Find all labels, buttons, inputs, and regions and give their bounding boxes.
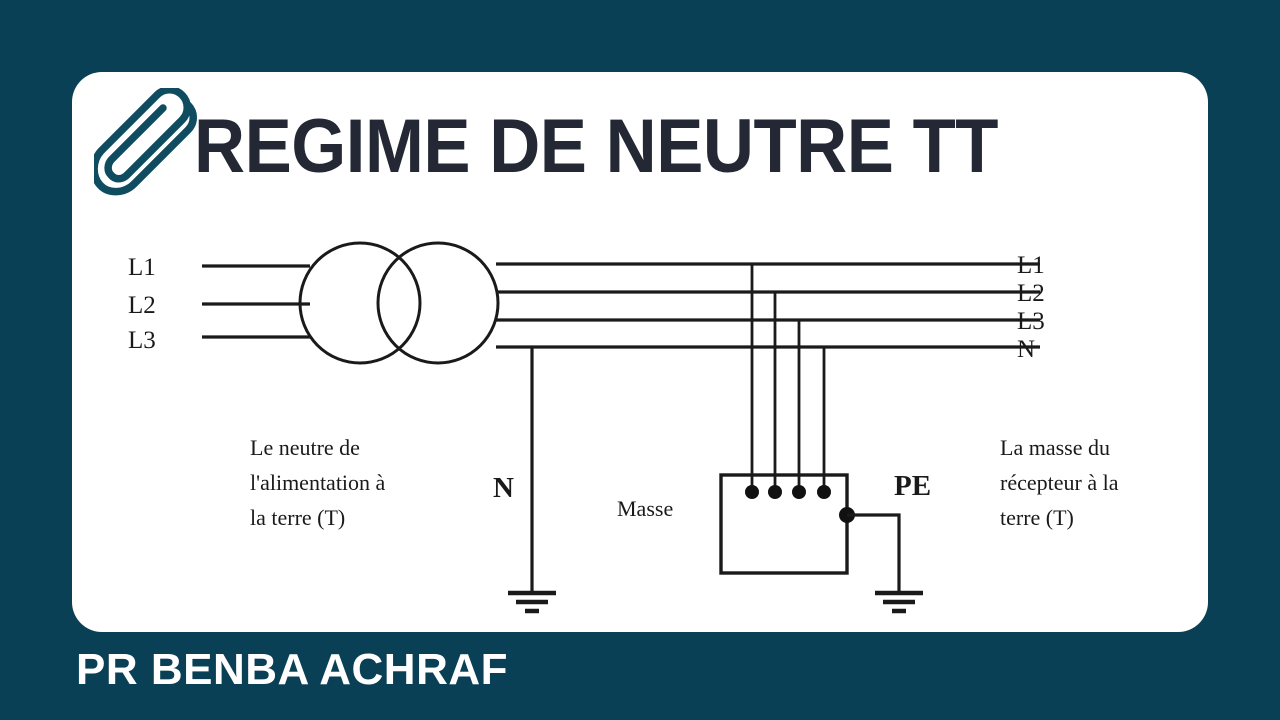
- masse-label: Masse: [617, 496, 673, 521]
- source-label-l2: L2: [128, 292, 156, 319]
- source-ground-symbol: [508, 590, 556, 614]
- neutral-marker-label: N: [493, 472, 514, 504]
- load-ground-symbol: [875, 590, 923, 614]
- note-right-line1: La masse du: [1000, 435, 1110, 460]
- source-feed-lines: [202, 264, 310, 339]
- note-left-line2: l'alimentation à: [250, 470, 386, 495]
- source-label-l1: L1: [128, 254, 156, 281]
- note-right: La masse du récepteur à la terre (T): [1000, 435, 1119, 530]
- load-label-l2: L2: [1017, 280, 1045, 307]
- page-title: REGIME DE NEUTRE TT: [194, 104, 999, 189]
- pe-conductor: [839, 507, 901, 593]
- load-label-n: N: [1017, 336, 1035, 363]
- transformer-symbol: [298, 241, 500, 365]
- note-left: Le neutre de l'alimentation à la terre (…: [250, 435, 386, 530]
- masse-enclosure: [719, 473, 849, 575]
- terminal-nodes: [745, 485, 831, 499]
- content-card: REGIME DE NEUTRE TT: [72, 72, 1208, 632]
- tt-earthing-diagram: L1 L2 L3 L1 L2 L3 N N PE Masse Le neutre…: [128, 241, 1119, 614]
- pe-marker-label: PE: [894, 470, 931, 502]
- source-label-l3: L3: [128, 327, 156, 354]
- note-right-line3: terre (T): [1000, 505, 1074, 530]
- distribution-bus-lines: [496, 262, 1040, 349]
- slide-header: REGIME DE NEUTRE TT: [72, 72, 1208, 222]
- note-left-line1: Le neutre de: [250, 435, 360, 460]
- load-drop-conductors: [750, 264, 826, 492]
- note-right-line2: récepteur à la: [1000, 470, 1119, 495]
- note-left-line3: la terre (T): [250, 505, 345, 530]
- presenter-name: PR BENBA ACHRAF: [76, 645, 509, 694]
- load-label-l1: L1: [1017, 252, 1045, 279]
- paperclip-icon: [94, 88, 197, 196]
- load-label-l3: L3: [1017, 308, 1045, 335]
